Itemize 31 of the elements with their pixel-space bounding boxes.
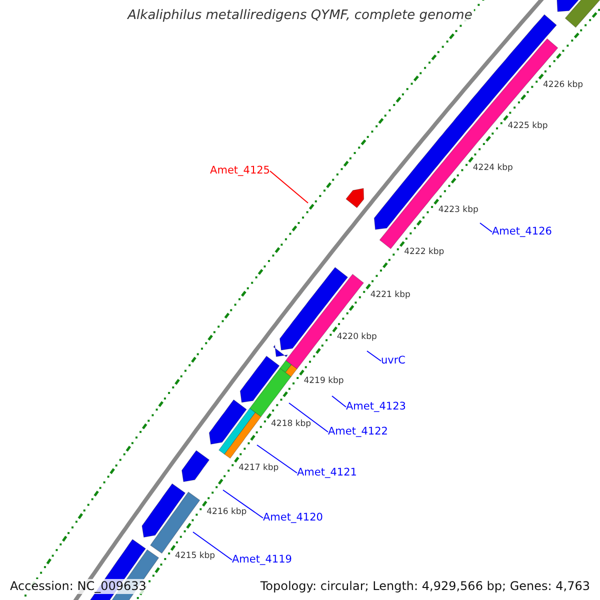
leader-line xyxy=(222,490,264,518)
leader-line xyxy=(256,444,298,474)
gene-label: Amet_4123 xyxy=(346,400,406,414)
accession-text: Accession: NC_009633 xyxy=(8,579,148,594)
tick-label: 4223 kbp xyxy=(438,204,478,215)
leader-line xyxy=(332,396,346,408)
leader-line xyxy=(192,532,232,560)
tick-label: 4219 kbp xyxy=(304,376,344,386)
tick-label: 4217 kbp xyxy=(238,462,279,473)
genome-info-text: Topology: circular; Length: 4,929,566 bp; Genes: 4,763 xyxy=(258,579,592,594)
gene-label: Amet_4126 xyxy=(492,226,552,238)
tick-label: 4225 kbp xyxy=(508,120,548,131)
gene-label: Amet_4122 xyxy=(328,426,388,438)
leader-line xyxy=(270,170,308,204)
map-title: Alkaliphilus metalliredigens QYMF, complete genome xyxy=(126,8,474,23)
gene-label: Amet_4119 xyxy=(232,554,292,566)
tick-label: 4226 kbp xyxy=(543,80,584,90)
leader-line xyxy=(366,350,382,362)
gene-label: Amet_4120 xyxy=(263,512,323,524)
tick-label: 4221 kbp xyxy=(370,290,410,300)
gene-label: Amet_4121 xyxy=(297,466,357,480)
gene-label: Amet_4125 xyxy=(210,164,270,178)
tick-label: 4220 kbp xyxy=(336,332,377,342)
tick-label: 4224 kbp xyxy=(472,162,513,173)
leader-line xyxy=(480,222,492,232)
gene-label: uvrC xyxy=(381,354,406,368)
tick-label: 4215 kbp xyxy=(175,550,216,561)
tick-label: 4218 kbp xyxy=(271,419,312,429)
tick-label: 4222 kbp xyxy=(404,246,444,257)
tick-label: 4216 kbp xyxy=(206,506,247,517)
leader-line xyxy=(288,402,328,432)
